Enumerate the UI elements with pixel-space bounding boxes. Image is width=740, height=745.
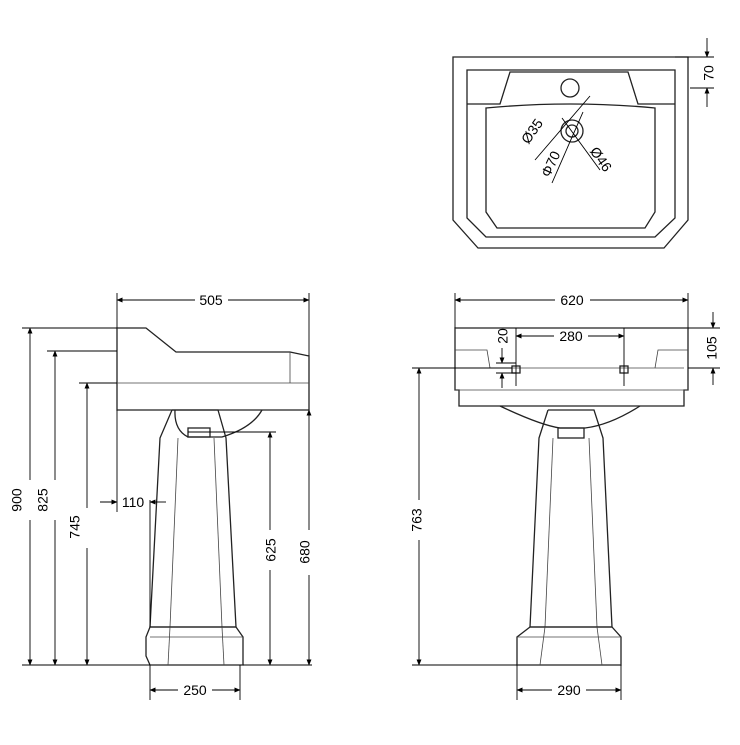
dim-290-label: 290 [557,682,581,698]
dim-505-label: 505 [199,292,223,308]
front-pedestal-column [529,409,613,628]
top-view: 70 Ø35 Φ70 Ø46 [452,38,717,249]
dim-625-label: 625 [263,538,279,562]
dim-900-label: 900 [9,488,25,512]
side-plinth-facet-2 [221,626,225,666]
side-waste [187,427,211,438]
dim-70-label: 70 [701,65,717,81]
front-waste [557,427,585,439]
side-plinth-facet-1 [167,626,171,666]
dim-825-label: 825 [35,488,51,512]
dim-680-label: 680 [297,540,313,564]
side-facet-2 [213,437,223,628]
front-view: 620 280 20 105 763 290 [409,292,720,700]
dia-35-leader [534,95,591,161]
front-plinth-facet-2 [596,626,603,666]
dim-20-label: 20 [495,328,511,344]
top-basin-outline [452,56,689,249]
side-view: 505 900 825 745 110 625 680 [9,292,313,700]
dia-46-label: Ø46 [587,144,615,175]
dim-763-label: 763 [409,508,425,532]
dia-46-leader [561,117,601,171]
top-bowl [485,103,656,229]
dim-280-label: 280 [559,328,583,344]
dim-105-label: 105 [704,336,720,360]
front-corner-left [455,349,491,369]
side-basin-outline [116,327,310,411]
dim-250-label: 250 [183,682,207,698]
front-facet-2 [588,437,598,628]
side-pedestal-column [149,409,237,628]
top-basin-rim [466,69,676,238]
dim-620-label: 620 [560,292,584,308]
front-facet-1 [544,437,554,628]
front-plinth-facet-1 [539,626,546,666]
top-tap-deck [467,71,675,105]
dia-70-leader [551,111,584,184]
front-corner-right [654,349,688,369]
dia-35-label: Ø35 [518,116,546,147]
waste-outer [560,119,584,143]
front-plinth [516,626,622,666]
dim-110-label: 110 [122,494,145,510]
dim-745-label: 745 [67,515,83,539]
side-plinth [145,626,244,666]
side-facet-1 [169,437,179,628]
front-bowl-curve [499,405,641,429]
tap-hole [560,78,580,98]
